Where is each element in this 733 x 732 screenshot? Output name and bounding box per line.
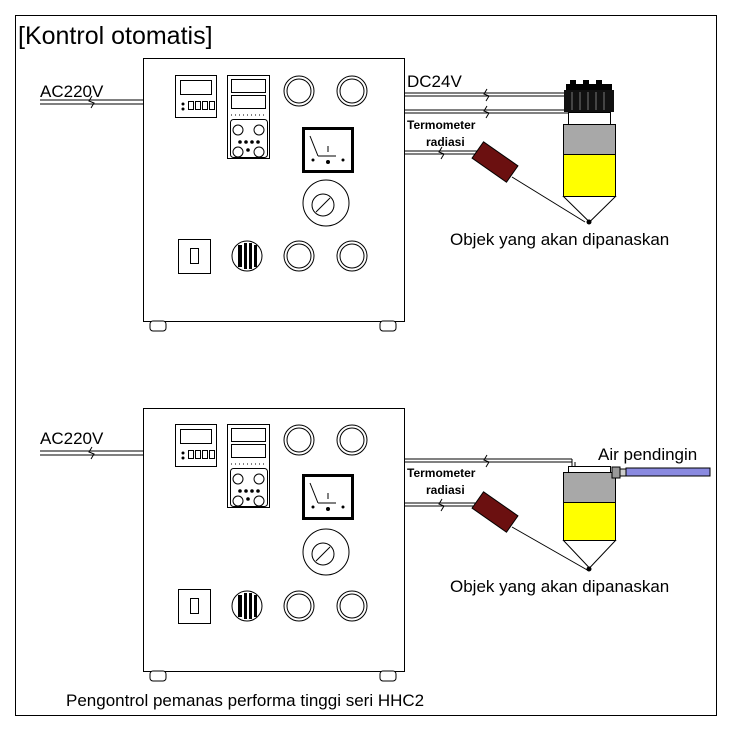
top-control-cabinet — [143, 58, 405, 332]
bottom-cooling-pipe — [611, 466, 711, 479]
bottom-cooling-label: Air pendingin — [598, 445, 697, 464]
bottom-analog-meter — [302, 474, 354, 520]
top-power-switch — [178, 239, 211, 274]
top-dc-label: DC24V — [407, 72, 462, 91]
top-ac-power-line — [40, 95, 143, 109]
bottom-digital-controller — [175, 424, 217, 467]
top-object-label: Objek yang akan dipanaskan — [450, 230, 669, 249]
bottom-heater-top-cap — [568, 466, 611, 473]
bottom-thermometer-label-2: radiasi — [426, 483, 465, 497]
caption: Pengontrol pemanas performa tinggi seri … — [66, 691, 424, 710]
top-digital-controller — [175, 75, 217, 118]
bottom-power-switch — [178, 589, 211, 624]
bottom-heater-cable — [405, 454, 576, 470]
top-indicator-lamp-3 — [283, 240, 315, 272]
title: [Kontrol otomatis] — [18, 22, 213, 50]
top-adjustment-knob — [302, 179, 350, 227]
top-heater-neck — [563, 124, 616, 155]
bottom-control-cabinet — [143, 408, 405, 682]
top-dc-cable — [405, 88, 568, 119]
top-cabinet-foot-left — [149, 320, 167, 332]
bottom-cabinet-foot-left — [149, 670, 167, 682]
bottom-heater-neck — [563, 472, 616, 503]
top-indicator-lamp-1 — [283, 75, 315, 107]
bottom-diagram: AC220V — [40, 408, 711, 682]
bottom-indicator-lamp-3 — [283, 590, 315, 622]
top-indicator-lamp-2 — [336, 75, 368, 107]
top-heater — [562, 80, 617, 225]
top-thermometer-label-1: Termometer — [407, 118, 476, 132]
top-thermometer-cable — [405, 146, 478, 160]
top-rotary-breaker — [231, 240, 263, 272]
bottom-thermometer-cable — [405, 498, 478, 512]
top-heater-connector — [564, 90, 614, 112]
bottom-heater-nozzle — [562, 540, 617, 569]
top-cabinet-foot-right — [379, 320, 397, 332]
top-radiation-thermometer — [471, 141, 586, 223]
top-diagram: AC220V — [40, 58, 669, 332]
top-temperature-controller — [227, 75, 270, 159]
bottom-temperature-controller — [227, 424, 270, 508]
bottom-indicator-lamp-2 — [336, 424, 368, 456]
bottom-radiation-thermometer — [471, 491, 590, 572]
bottom-rotary-breaker — [231, 590, 263, 622]
top-heater-collar — [568, 112, 611, 125]
top-thermometer-label-2: radiasi — [426, 135, 465, 149]
top-heater-body — [563, 154, 616, 197]
top-indicator-lamp-4 — [336, 240, 368, 272]
bottom-ac-power-line — [40, 446, 143, 460]
bottom-adjustment-knob — [302, 528, 350, 576]
bottom-heater — [562, 466, 617, 572]
top-heater-terminal-cap — [566, 84, 612, 90]
bottom-cabinet-foot-right — [379, 670, 397, 682]
bottom-indicator-lamp-4 — [336, 590, 368, 622]
bottom-thermometer-label-1: Termometer — [407, 466, 476, 480]
bottom-heater-body — [563, 502, 616, 541]
bottom-ac-label: AC220V — [40, 429, 104, 448]
top-heater-nozzle — [562, 196, 617, 223]
bottom-object-label: Objek yang akan dipanaskan — [450, 577, 669, 596]
bottom-indicator-lamp-1 — [283, 424, 315, 456]
top-analog-meter — [302, 127, 354, 173]
top-ac-label: AC220V — [40, 82, 104, 101]
outer-frame — [15, 15, 717, 716]
